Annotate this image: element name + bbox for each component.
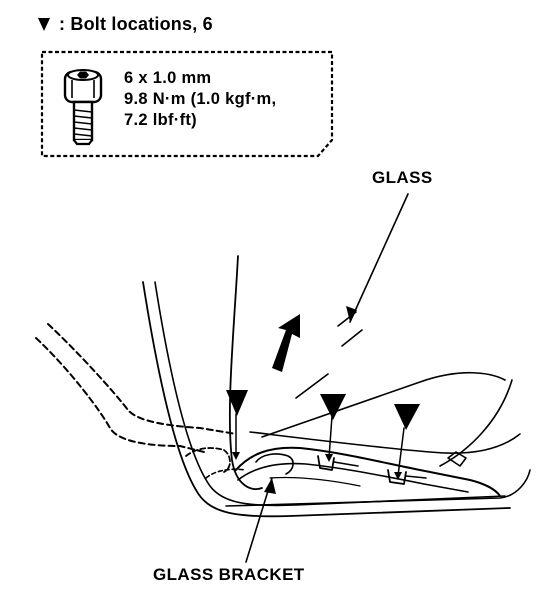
phantom-line-1 [35, 337, 205, 453]
glass-leader-line [349, 193, 409, 323]
bracket-clip-2-tab [405, 475, 427, 479]
glass-bracket-callout-label: GLASS BRACKET [153, 565, 305, 584]
phantom-line-2 [47, 323, 237, 435]
removal-direction-arrow-icon [272, 314, 300, 372]
glass-callout-label: GLASS [372, 168, 433, 187]
bolt-location-marker-2-icon [320, 394, 346, 420]
glass-bracket-lip [255, 453, 294, 475]
spec-box-outline [40, 50, 334, 158]
bolt-pointer-tip-1 [232, 452, 240, 460]
bolt-location-triangle-icon [37, 16, 51, 32]
bracket-clip-2 [387, 469, 407, 485]
bolt-torque-line-2: 7.2 lbf·ft) [124, 111, 197, 129]
bolt-spec-box: 6 x 1.0 mm 9.8 N·m (1.0 kgf·m, 7.2 lbf·f… [40, 50, 340, 160]
bolt-spec-text: 6 x 1.0 mm 9.8 N·m (1.0 kgf·m, 7.2 lbf·f… [124, 68, 276, 131]
bolt-location-legend: : Bolt locations, 6 [37, 10, 213, 38]
phantom-line-4 [205, 468, 247, 479]
glass-bracket-outline [235, 446, 501, 497]
bracket-clip-1-tab [333, 461, 359, 467]
bolt-location-marker-1-icon [226, 390, 248, 416]
frame-line-lower [225, 469, 531, 507]
glass-corner-line [439, 379, 513, 467]
bolt-torque-line-1: 9.8 N·m (1.0 kgf·m, [124, 90, 277, 108]
bolt-location-marker-3-icon [394, 404, 420, 430]
hex-socket-bolt-icon [61, 66, 105, 146]
glass-reflection-3 [295, 373, 329, 399]
glass-leader-arrowhead [346, 306, 357, 322]
pillar-inner-line [154, 281, 506, 507]
bolt-pointer-tip-2 [325, 454, 333, 462]
frame-line-mid [249, 431, 521, 454]
bolt-pointer-tip-3 [394, 472, 402, 480]
bracket-leader-arrowhead [264, 478, 276, 494]
bolt-size: 6 x 1.0 mm [124, 69, 212, 87]
phantom-line-3 [185, 447, 231, 473]
glass-bracket-channel [237, 462, 469, 493]
legend-text: : Bolt locations, 6 [59, 13, 213, 34]
frame-line-top [261, 371, 506, 438]
glass-reflection-1 [341, 329, 363, 347]
bolt-pointer-line-3 [397, 427, 405, 477]
bracket-clip-1 [317, 455, 335, 471]
bracket-end-cap [447, 451, 467, 467]
bolt-pointer-line-2 [328, 415, 333, 459]
bracket-inner-detail [269, 476, 361, 487]
pillar-outer-line [142, 281, 511, 518]
